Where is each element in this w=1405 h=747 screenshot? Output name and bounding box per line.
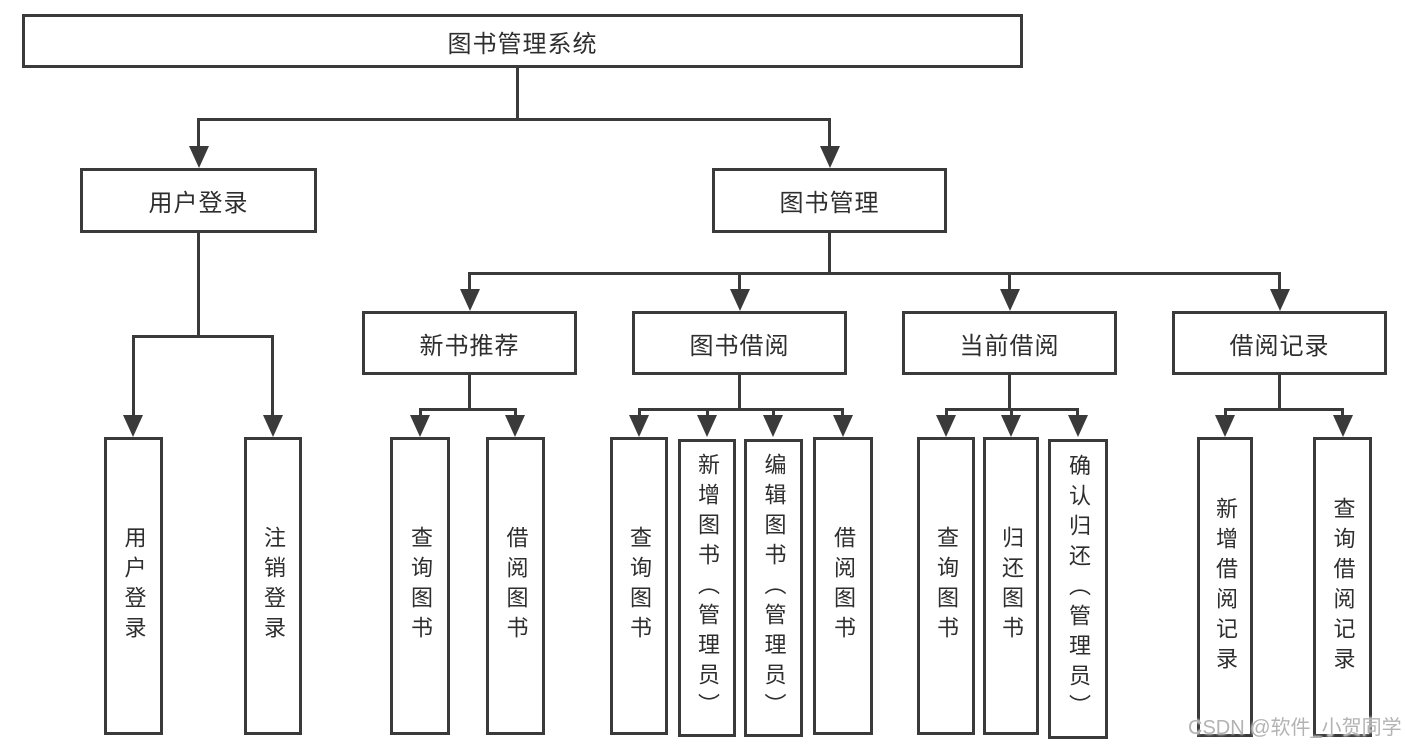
- leaf-borrow-books: 借阅图书: [813, 437, 873, 735]
- leaf-logout: 注销登录: [244, 437, 302, 735]
- arrow-down-icon: [936, 415, 956, 437]
- node-borrowing-records: 借阅记录: [1172, 311, 1387, 375]
- node-label: 借阅记录: [1229, 332, 1330, 360]
- connector-drop: [945, 408, 948, 417]
- node-new-book-recommend: 新书推荐: [362, 311, 577, 375]
- connector-root-stem: [516, 68, 519, 120]
- arrow-down-icon: [1333, 415, 1353, 437]
- node-label: 用户登录: [148, 190, 249, 217]
- node-user-login: 用户登录: [80, 168, 317, 233]
- arrow-down-icon: [1215, 415, 1235, 437]
- leaf-label: 新增借阅记录: [1213, 497, 1238, 677]
- node-label: 图书管理系统: [447, 30, 598, 58]
- connector-drop: [468, 272, 471, 293]
- leaf-label: 借阅图书: [503, 526, 529, 646]
- connector-drop: [738, 272, 741, 293]
- arrow-down-icon: [1000, 289, 1020, 311]
- connector-drop: [1076, 408, 1079, 417]
- leaf-label: 查询图书: [627, 526, 652, 646]
- node-book-borrowing: 图书借阅: [632, 311, 847, 375]
- connector-drop: [1278, 272, 1281, 293]
- leaf-label: 借阅图书: [831, 526, 856, 646]
- arrow-down-icon: [1270, 289, 1290, 311]
- leaf-user-login: 用户登录: [104, 437, 163, 735]
- arrow-down-icon: [189, 146, 209, 168]
- arrow-down-icon: [820, 146, 840, 168]
- node-library-management-system: 图书管理系统: [22, 14, 1023, 68]
- leaf-label: 归还图书: [999, 526, 1024, 646]
- arrow-down-icon: [763, 415, 783, 437]
- leaf-label: 用户登录: [121, 526, 147, 646]
- node-label: 新书推荐: [419, 332, 520, 360]
- leaf-add-books-admin: 新增图书（管理员）: [678, 439, 736, 737]
- arrow-down-icon: [460, 289, 480, 311]
- arrow-down-icon: [1068, 415, 1088, 437]
- connector-drop: [638, 408, 641, 417]
- arrow-down-icon: [263, 415, 283, 437]
- connector-level3-rail: [469, 272, 1281, 275]
- leaf-label: 查询图书: [934, 526, 959, 646]
- leaf-confirm-return-admin: 确认归还（管理员）: [1048, 439, 1108, 739]
- connector-leaf-rail: [1224, 408, 1344, 411]
- connector-drop: [197, 118, 200, 150]
- arrow-down-icon: [730, 289, 750, 311]
- node-label: 当前借阅: [959, 332, 1060, 360]
- connector-user-login-rail: [132, 335, 273, 338]
- arrow-down-icon: [629, 415, 649, 437]
- leaf-query-books: 查询图书: [390, 437, 450, 735]
- connector-drop: [706, 408, 709, 417]
- leaf-label: 注销登录: [261, 526, 286, 646]
- arrow-down-icon: [410, 415, 430, 437]
- connector-group-stem: [1008, 375, 1011, 408]
- connector-leaf-rail: [419, 408, 516, 411]
- arrow-down-icon: [833, 415, 853, 437]
- connector-drop: [772, 408, 775, 417]
- connector-drop: [1008, 272, 1011, 293]
- arrow-down-icon: [1001, 415, 1021, 437]
- leaf-query-books: 查询图书: [610, 437, 668, 735]
- leaf-label: 确认归还（管理员）: [1066, 454, 1091, 724]
- leaf-query-borrow-record: 查询借阅记录: [1313, 437, 1372, 737]
- node-current-borrowing: 当前借阅: [902, 311, 1117, 375]
- connector-drop: [828, 118, 831, 150]
- node-label: 图书借阅: [689, 332, 790, 360]
- node-book-management: 图书管理: [712, 168, 947, 233]
- node-label: 图书管理: [779, 190, 880, 217]
- csdn-watermark: CSDN @软件_小贺同学: [1188, 717, 1402, 739]
- connector-group-stem: [738, 375, 741, 408]
- connector-drop: [1010, 408, 1013, 417]
- connector-drop: [271, 335, 274, 417]
- connector-drop: [841, 408, 844, 417]
- connector-user-login-stem: [197, 233, 200, 335]
- connector-book-management-stem: [828, 233, 831, 274]
- connector-drop: [1224, 408, 1227, 417]
- leaf-query-books: 查询图书: [917, 437, 975, 735]
- leaf-add-borrow-record: 新增借阅记录: [1197, 437, 1253, 737]
- connector-group-stem: [468, 375, 471, 408]
- leaf-label: 编辑图书（管理员）: [761, 453, 787, 723]
- leaf-edit-books-admin: 编辑图书（管理员）: [744, 439, 803, 737]
- connector-level2-rail: [197, 118, 831, 121]
- leaf-return-books: 归还图书: [983, 437, 1039, 735]
- connector-drop: [514, 408, 517, 417]
- leaf-label: 新增图书（管理员）: [695, 453, 720, 723]
- leaf-label: 查询图书: [408, 526, 433, 646]
- connector-drop: [1341, 408, 1344, 417]
- connector-leaf-rail: [638, 408, 844, 411]
- connector-drop: [419, 408, 422, 417]
- arrow-down-icon: [697, 415, 717, 437]
- connector-group-stem: [1278, 375, 1281, 408]
- connector-drop: [132, 335, 135, 417]
- leaf-label: 查询借阅记录: [1330, 497, 1356, 677]
- arrow-down-icon: [123, 415, 143, 437]
- arrow-down-icon: [505, 415, 525, 437]
- leaf-borrow-books: 借阅图书: [486, 437, 545, 735]
